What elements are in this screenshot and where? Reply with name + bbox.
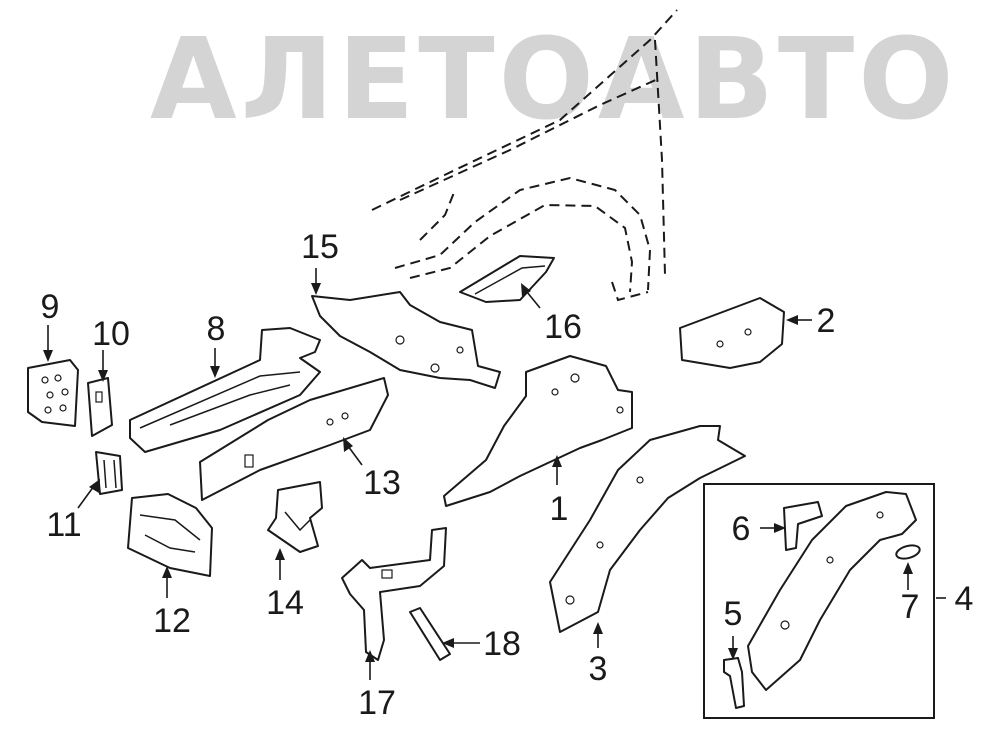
callout-12: 12 [153, 602, 191, 640]
part-14-support [267, 481, 323, 553]
callout-10: 10 [92, 315, 130, 353]
part-10-bracket [87, 377, 113, 437]
callout-6: 6 [732, 510, 751, 548]
part-1-shock-tower [443, 355, 633, 507]
leader-lines [43, 268, 946, 680]
part-2-bracket [679, 297, 785, 369]
callout-11: 11 [46, 506, 81, 544]
callout-13: 13 [363, 464, 401, 502]
callout-18: 18 [483, 625, 521, 663]
callout-9: 9 [41, 288, 60, 326]
part-17-bracket [341, 527, 447, 661]
part-4-wheelhouse-panel [747, 491, 917, 691]
fender-outline [371, 9, 678, 302]
callout-16: 16 [544, 308, 582, 346]
part-18-strip [409, 607, 451, 661]
callout-2: 2 [817, 302, 836, 340]
part-11-bracket [95, 451, 123, 495]
inset-box [703, 483, 935, 719]
part-6-bracket [783, 501, 823, 551]
part-8-front-rail [129, 327, 321, 453]
callout-4: 4 [955, 580, 974, 618]
callout-1: 1 [550, 490, 569, 528]
callout-15: 15 [301, 228, 339, 266]
callout-3: 3 [589, 650, 608, 688]
part-9-reinforcement-plate [27, 359, 79, 427]
watermark-logo: АЛЕТОАВТО [150, 15, 957, 145]
part-5-bracket [723, 657, 745, 709]
part-7-plug [895, 544, 921, 560]
callout-17: 17 [358, 684, 396, 722]
callout-5: 5 [724, 595, 743, 633]
part-12-panel [127, 493, 213, 577]
part-15-apron [311, 291, 501, 389]
callout-14: 14 [266, 584, 304, 622]
part-3-wheelhouse-reinforcement [549, 425, 746, 633]
callout-8: 8 [207, 310, 226, 348]
part-13-inner-rail [199, 377, 389, 501]
part-16-bracket [459, 255, 555, 303]
callout-7: 7 [901, 588, 920, 626]
